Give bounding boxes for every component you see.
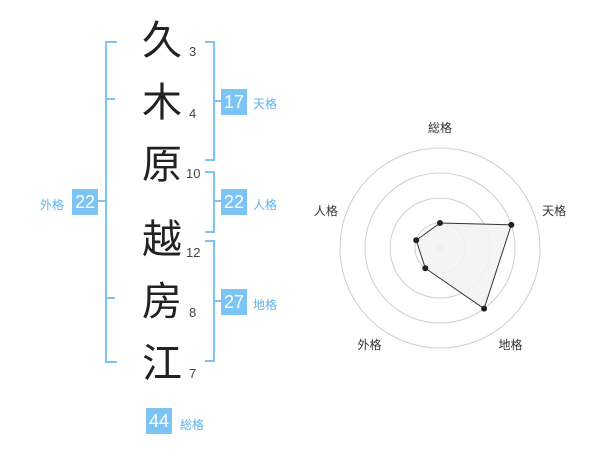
jinkaku-label: 人格 bbox=[253, 198, 278, 212]
radar-ring-4 bbox=[339, 147, 541, 349]
radar-axis-label-4: 外格 bbox=[357, 337, 381, 352]
jinkaku-bracket bbox=[205, 171, 215, 233]
jinkaku-bracket-stub bbox=[215, 200, 221, 202]
radar-axis-label-5: 人格 bbox=[314, 203, 338, 218]
radar-polygon bbox=[415, 222, 513, 310]
gaikaku-bracket-tick-2 bbox=[107, 297, 115, 299]
soukaku-value-badge: 44 bbox=[146, 408, 173, 434]
name-char-3: 原 bbox=[142, 142, 182, 188]
name-char-5: 房 bbox=[142, 279, 182, 325]
soukaku-label: 総格 bbox=[180, 418, 205, 432]
stroke-count-2: 4 bbox=[189, 106, 197, 121]
stroke-count-1: 3 bbox=[189, 44, 197, 59]
chikaku-value-badge: 27 bbox=[221, 289, 248, 315]
radar-axis-label-2: 天格 bbox=[542, 203, 566, 218]
gaikaku-label: 外格 bbox=[40, 198, 65, 212]
gaikaku-bracket bbox=[105, 41, 117, 363]
tenkaku-bracket bbox=[205, 41, 215, 161]
gaikaku-value-badge: 22 bbox=[72, 189, 99, 215]
radar-ring-3 bbox=[364, 172, 516, 324]
gaikaku-bracket-stub bbox=[98, 200, 105, 202]
chikaku-bracket-stub bbox=[215, 300, 221, 302]
chikaku-label: 地格 bbox=[253, 298, 278, 312]
gaikaku-bracket-tick-1 bbox=[107, 98, 115, 100]
radar-point-3 bbox=[481, 305, 488, 312]
stroke-count-4: 12 bbox=[186, 245, 201, 260]
radar-point-5 bbox=[413, 237, 420, 244]
stroke-count-3: 10 bbox=[186, 166, 201, 181]
radar-point-2 bbox=[508, 221, 515, 228]
radar-axis-label-1: 総格 bbox=[428, 120, 452, 135]
chikaku-bracket bbox=[205, 240, 215, 362]
name-char-4: 越 bbox=[142, 217, 182, 263]
name-char-6: 江 bbox=[142, 341, 182, 387]
jinkaku-value-badge: 22 bbox=[221, 189, 248, 215]
radar-point-4 bbox=[422, 265, 429, 272]
radar-axis-label-3: 地格 bbox=[499, 337, 523, 352]
name-char-2: 木 bbox=[142, 80, 182, 126]
tenkaku-bracket-stub bbox=[215, 100, 221, 102]
radar-point-1 bbox=[437, 220, 443, 226]
tenkaku-value-badge: 17 bbox=[221, 89, 248, 115]
stroke-count-6: 7 bbox=[189, 366, 197, 381]
tenkaku-label: 天格 bbox=[253, 97, 278, 111]
stroke-count-5: 8 bbox=[189, 305, 197, 320]
name-char-1: 久 bbox=[142, 18, 182, 64]
